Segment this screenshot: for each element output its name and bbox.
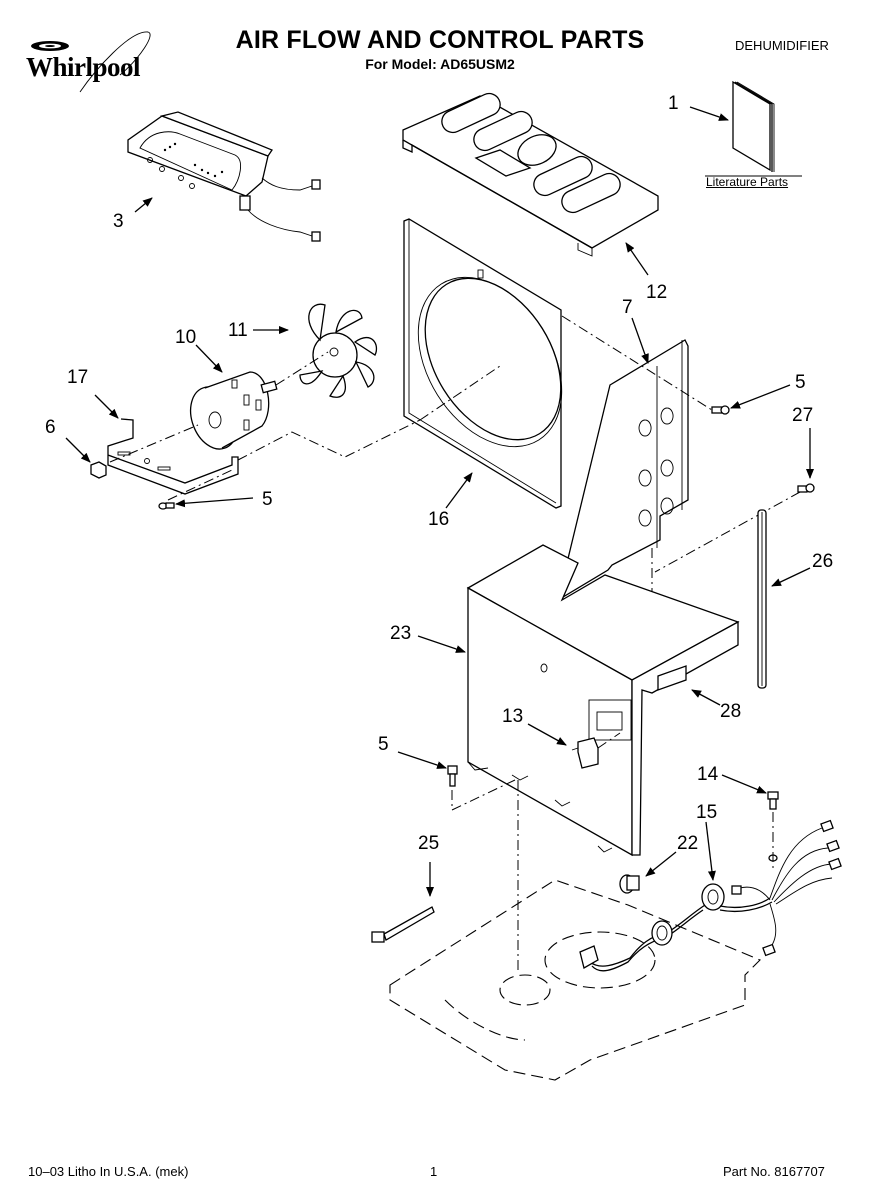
callout-28: 28 xyxy=(720,701,742,722)
nut-drawing xyxy=(90,461,107,479)
brand-logo: Whirlpool xyxy=(18,30,178,110)
fan-blade-drawing xyxy=(299,303,378,398)
fan-motor-drawing xyxy=(189,371,278,450)
fan-shroud-drawing xyxy=(403,218,563,509)
screw-drawing-27 xyxy=(797,483,815,493)
callout-arrow-3 xyxy=(134,197,153,213)
support-rod-drawing xyxy=(757,509,767,689)
callout-arrow-28 xyxy=(691,689,721,706)
page-title: AIR FLOW AND CONTROL PARTS xyxy=(235,26,645,54)
cable-tie-drawing xyxy=(371,906,435,943)
callout-16: 16 xyxy=(428,509,450,530)
callout-arrow-16 xyxy=(445,472,473,509)
callout-14: 14 xyxy=(697,764,719,785)
callout-3: 3 xyxy=(113,211,124,232)
callout-5-panel: 5 xyxy=(378,734,389,755)
callout-22: 22 xyxy=(677,833,699,854)
screw-drawing-5a xyxy=(158,502,175,510)
callout-27: 27 xyxy=(792,405,814,426)
callout-17: 17 xyxy=(67,367,89,388)
clip-drawing xyxy=(657,665,687,691)
brand-name: Whirlpool xyxy=(26,52,141,82)
strain-relief-drawing xyxy=(619,874,640,894)
motor-bracket-drawing xyxy=(107,418,239,495)
product-category: DEHUMIDIFIER xyxy=(735,38,829,53)
callout-26: 26 xyxy=(812,551,834,572)
callout-6: 6 xyxy=(45,417,56,438)
callout-7: 7 xyxy=(622,297,633,318)
callout-25: 25 xyxy=(418,833,440,854)
callout-11: 11 xyxy=(228,320,248,341)
screw-drawing-5c xyxy=(447,765,458,787)
top-grille-drawing xyxy=(402,92,659,257)
whirlpool-logo-icon xyxy=(31,31,151,93)
callout-arrow-22 xyxy=(645,851,677,877)
callout-arrow-15 xyxy=(705,821,716,881)
callout-arrow-5b xyxy=(730,384,791,409)
power-cord-harness-drawing xyxy=(579,819,842,972)
callout-1: 1 xyxy=(668,93,679,114)
callout-arrow-7 xyxy=(631,317,649,364)
callout-arrow-5c xyxy=(397,751,447,769)
literature-booklet-icon xyxy=(705,80,802,177)
callout-arrow-12 xyxy=(625,242,649,276)
callout-23: 23 xyxy=(390,623,412,644)
footer-page-number: 1 xyxy=(430,1164,438,1179)
callout-arrow-13 xyxy=(527,723,567,746)
footer-part-number: Part No. 8167707 xyxy=(723,1164,825,1179)
model-subtitle: For Model: AD65USM2 xyxy=(365,56,515,72)
callout-10: 10 xyxy=(175,327,197,348)
callout-12: 12 xyxy=(646,282,668,303)
callout-arrow-10 xyxy=(195,344,223,373)
callout-arrow-1 xyxy=(689,106,729,121)
callout-arrow-14 xyxy=(721,774,767,794)
callout-arrow-17 xyxy=(94,394,119,419)
callout-arrow-23 xyxy=(417,635,466,653)
callout-arrow-6 xyxy=(65,437,91,463)
callout-arrow-5a xyxy=(175,497,254,508)
callout-5-motor: 5 xyxy=(262,489,273,510)
evaporator-bracket-drawing xyxy=(557,339,689,602)
callout-15: 15 xyxy=(696,802,718,823)
screw-drawing-5b xyxy=(711,405,730,415)
base-pan-outline xyxy=(389,879,761,1081)
callout-arrow-26 xyxy=(771,567,811,587)
callout-5-bracket: 5 xyxy=(795,372,806,393)
literature-parts-label: Literature Parts xyxy=(706,175,789,189)
footer-print-info: 10–03 Litho In U.S.A. (mek) xyxy=(28,1164,189,1179)
switch-drawing xyxy=(571,737,599,769)
control-panel-drawing xyxy=(127,111,321,242)
callout-13: 13 xyxy=(502,706,524,727)
